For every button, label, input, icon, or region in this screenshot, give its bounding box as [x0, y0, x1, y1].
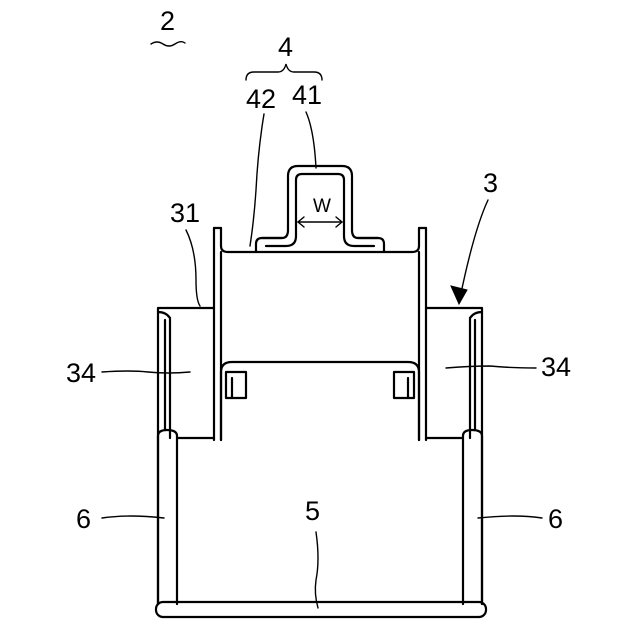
right-rail-6	[463, 430, 482, 604]
frame-left-outline	[158, 308, 214, 604]
brace-4	[246, 64, 322, 80]
bottom-bar	[156, 602, 486, 617]
frame-right-outline	[426, 308, 482, 604]
label-41: 41	[292, 80, 322, 110]
width-label: W	[313, 196, 331, 217]
label-4: 4	[278, 32, 293, 62]
leader-6-left	[102, 516, 164, 518]
leader-31	[186, 230, 200, 306]
label-6-left: 6	[76, 504, 91, 534]
inner-body-31	[214, 228, 426, 440]
right-tab	[394, 372, 414, 398]
leader-6-right	[478, 516, 542, 518]
leader-5	[315, 532, 318, 608]
leader-34-right	[446, 366, 536, 368]
base-channel-5	[156, 320, 486, 617]
leader-3	[460, 200, 488, 298]
label-31: 31	[170, 198, 200, 228]
leader-34-left	[102, 371, 190, 373]
figure-number-underline	[151, 42, 185, 46]
label-3: 3	[483, 168, 498, 198]
figure-number: 2	[160, 6, 175, 36]
left-tab	[226, 372, 246, 398]
label-42: 42	[246, 84, 276, 114]
label-6-right: 6	[548, 504, 563, 534]
leader-42	[250, 114, 264, 246]
leader-41	[306, 112, 316, 168]
arrowhead-3	[451, 286, 467, 304]
frame-3	[158, 308, 482, 604]
inner-crossbar	[221, 362, 419, 440]
label-34-right: 34	[541, 352, 571, 382]
label-34-left: 34	[66, 358, 96, 388]
label-5: 5	[305, 496, 320, 526]
